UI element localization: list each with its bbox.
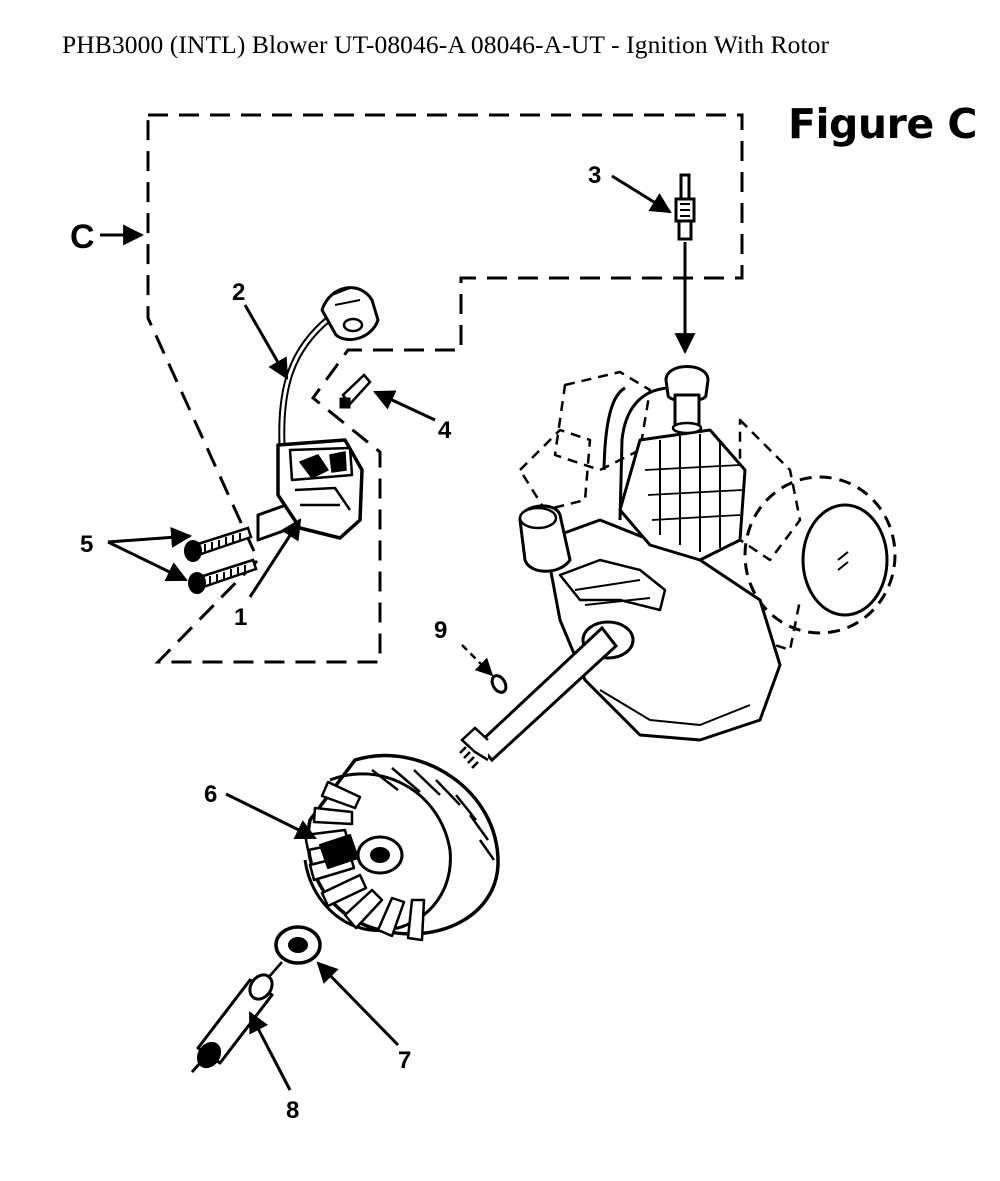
callout-3: 3 xyxy=(588,162,601,189)
terminal-clip-icon xyxy=(339,373,372,409)
callout-6: 6 xyxy=(204,781,217,808)
section-marker: C xyxy=(70,218,95,256)
spark-plug-icon xyxy=(674,173,696,241)
callout-7-leader xyxy=(316,961,400,1047)
flywheel-rotor-icon xyxy=(303,753,500,942)
ignition-module-icon xyxy=(256,438,364,542)
callout-1-leader xyxy=(248,518,302,598)
group-boundary xyxy=(146,113,744,664)
callout-4: 4 xyxy=(438,417,452,444)
crankshaft-icon xyxy=(459,625,619,769)
callout-9: 9 xyxy=(434,617,447,644)
page-title: PHB3000 (INTL) Blower UT-08046-A 08046-A… xyxy=(62,30,830,59)
callout-5-leader-b xyxy=(107,540,188,582)
callout-4-leader xyxy=(373,390,436,422)
woodruff-key-icon xyxy=(490,674,508,694)
callout-3-leader xyxy=(611,174,672,214)
washer-icon xyxy=(274,925,322,965)
callout-2: 2 xyxy=(232,279,245,306)
callout-5-leader-a xyxy=(107,526,193,548)
mounting-screws-icon xyxy=(184,526,258,594)
figure-label: Figure C xyxy=(788,100,978,148)
callout-1: 1 xyxy=(234,604,247,631)
callout-8: 8 xyxy=(286,1097,299,1124)
callout-7: 7 xyxy=(398,1047,411,1074)
callout-6-leader xyxy=(225,792,317,840)
engine-assembly-icon xyxy=(518,365,897,742)
ignition-lead-icon xyxy=(278,286,380,446)
callout-5: 5 xyxy=(80,531,93,558)
callout-2-leader xyxy=(243,304,289,380)
spacer-tube-icon xyxy=(190,961,283,1074)
callout-8-leader xyxy=(248,1011,292,1091)
callout-9-leader xyxy=(461,644,494,677)
